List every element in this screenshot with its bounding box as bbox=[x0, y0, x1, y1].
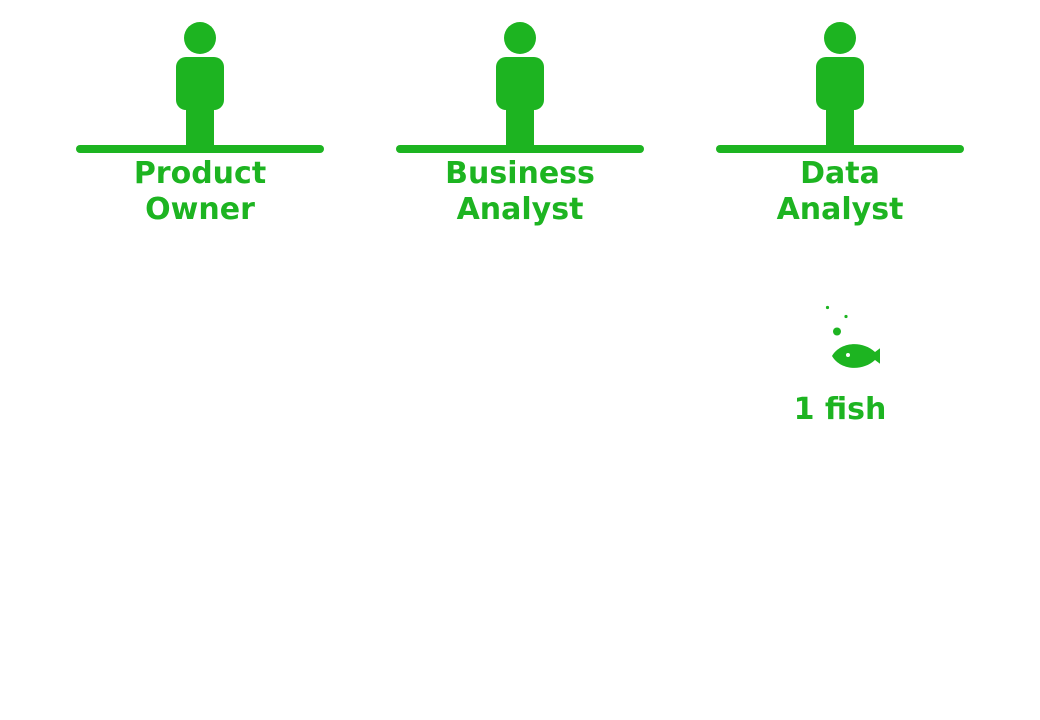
fish-icon bbox=[825, 305, 880, 368]
role-label-data-analyst: Data Analyst bbox=[776, 156, 904, 227]
person-icon bbox=[396, 22, 644, 153]
person-icon bbox=[716, 22, 964, 153]
role-business-analyst: Business Analyst bbox=[395, 18, 645, 228]
person-icon bbox=[76, 22, 324, 153]
fish-count-label: 1 fish bbox=[793, 392, 887, 427]
role-label-business-analyst: Business Analyst bbox=[445, 156, 595, 227]
role-product-owner: Product Owner bbox=[75, 18, 325, 228]
role-data-analyst: Data Analyst bbox=[715, 18, 965, 228]
fish-count: 1 fish bbox=[760, 300, 920, 428]
role-label-product-owner: Product Owner bbox=[133, 156, 267, 227]
